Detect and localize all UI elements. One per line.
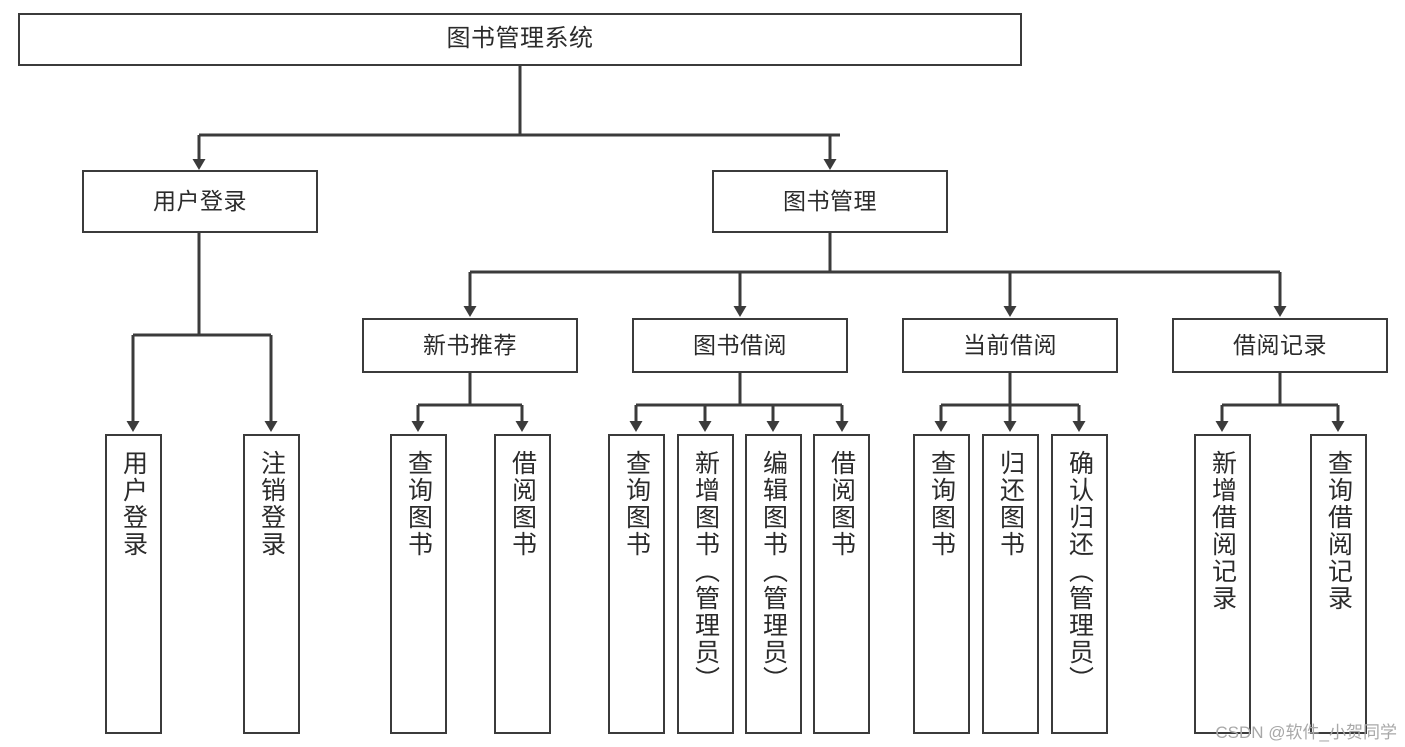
node-label: 新书推荐 <box>423 331 517 358</box>
leaf-current-borrow-return[interactable]: 归还图书 <box>982 434 1039 734</box>
node-new-book-recommend[interactable]: 新书推荐 <box>362 318 578 373</box>
node-label: 图书借阅 <box>693 331 787 358</box>
leaf-new-book-borrow[interactable]: 借阅图书 <box>494 434 551 734</box>
node-label: 用户登录 <box>153 187 247 214</box>
node-label: 当前借阅 <box>963 331 1057 358</box>
leaf-book-borrow-query[interactable]: 查询图书 <box>608 434 665 734</box>
leaf-borrow-record-add[interactable]: 新增借阅记录 <box>1194 434 1251 734</box>
node-label: 新增图书（管理员） <box>691 450 720 693</box>
watermark-text: CSDN @软件_小贺同学 <box>1215 723 1397 742</box>
leaf-book-borrow-edit[interactable]: 编辑图书（管理员） <box>745 434 802 734</box>
node-label: 查询图书 <box>927 450 956 558</box>
node-root-system[interactable]: 图书管理系统 <box>18 13 1022 66</box>
node-label: 借阅图书 <box>827 450 856 558</box>
leaf-book-borrow-borrow[interactable]: 借阅图书 <box>813 434 870 734</box>
node-current-borrow[interactable]: 当前借阅 <box>902 318 1118 373</box>
node-label: 编辑图书（管理员） <box>759 450 788 693</box>
leaf-user-login-signin[interactable]: 用户登录 <box>105 434 162 734</box>
node-label: 查询图书 <box>404 450 433 558</box>
node-label: 图书管理系统 <box>446 25 594 53</box>
leaf-current-borrow-confirm[interactable]: 确认归还（管理员） <box>1051 434 1108 734</box>
leaf-borrow-record-query[interactable]: 查询借阅记录 <box>1310 434 1367 734</box>
node-label: 新增借阅记录 <box>1208 450 1237 612</box>
leaf-user-login-signout[interactable]: 注销登录 <box>243 434 300 734</box>
node-label: 注销登录 <box>257 450 286 558</box>
node-label: 归还图书 <box>996 450 1025 558</box>
node-borrow-record[interactable]: 借阅记录 <box>1172 318 1388 373</box>
node-label: 用户登录 <box>119 450 148 558</box>
leaf-current-borrow-query[interactable]: 查询图书 <box>913 434 970 734</box>
leaf-book-borrow-add[interactable]: 新增图书（管理员） <box>677 434 734 734</box>
node-label: 图书管理 <box>783 187 877 214</box>
node-label: 查询图书 <box>622 450 651 558</box>
leaf-new-book-query[interactable]: 查询图书 <box>390 434 447 734</box>
node-user-login[interactable]: 用户登录 <box>82 170 318 233</box>
node-label: 借阅记录 <box>1233 331 1327 358</box>
node-book-management[interactable]: 图书管理 <box>712 170 948 233</box>
node-label: 查询借阅记录 <box>1324 450 1353 612</box>
node-label: 确认归还（管理员） <box>1065 450 1094 693</box>
node-label: 借阅图书 <box>508 450 537 558</box>
node-book-borrow[interactable]: 图书借阅 <box>632 318 848 373</box>
